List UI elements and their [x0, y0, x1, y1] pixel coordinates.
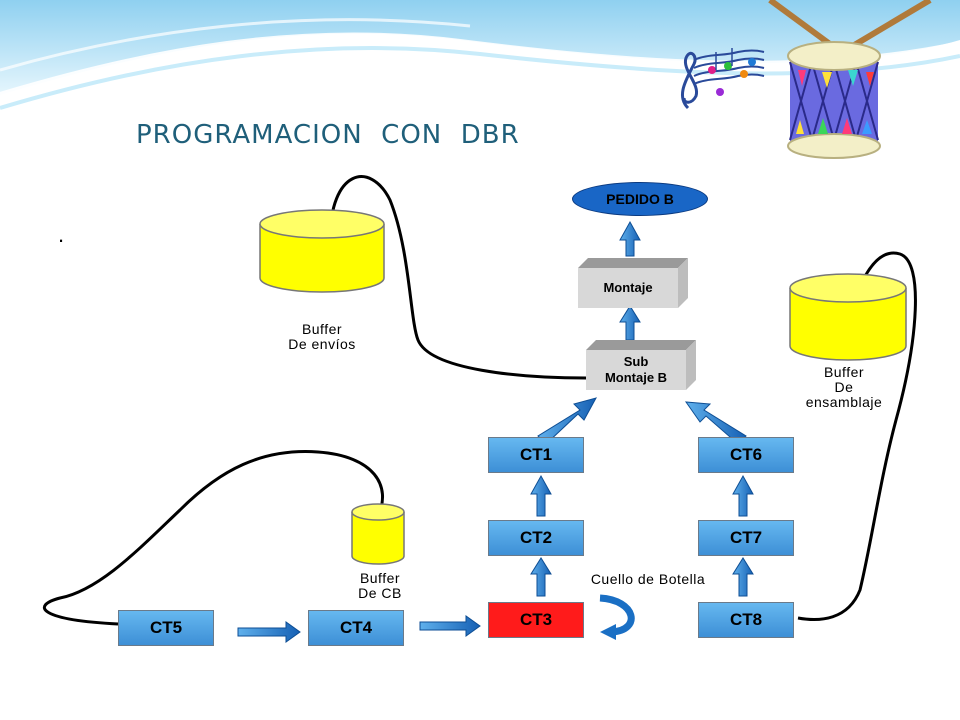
buffer-assembly [789, 273, 907, 361]
buffer-shipping-label-line1: Buffer [301, 321, 343, 337]
arrow-ct2-ct1 [530, 474, 552, 517]
buffer-shipping-label-line2: De envíos [288, 336, 356, 352]
subassembly-label-line2: Montaje B [604, 370, 668, 385]
buffer-assembly-label-line1: Buffer [823, 364, 865, 380]
flow-arrows [237, 220, 754, 643]
arrow-ct5-ct4 [237, 621, 301, 643]
buffer-constraint-label-line1: Buffer [359, 570, 401, 586]
subassembly-node: Sub Montaje B [586, 350, 686, 390]
bottleneck-loop-icon [599, 594, 635, 640]
buffer-constraint-label-line2: De CB [358, 585, 402, 601]
order-node: PEDIDO B [572, 182, 708, 216]
arrow-ct3-ct2 [530, 557, 552, 597]
work-center-ct8: CT8 [698, 602, 794, 638]
page-title: PROGRAMACION CON DBR [136, 120, 520, 150]
buffer-assembly-label: Buffer De ensamblaje [784, 365, 904, 410]
work-center-ct4: CT4 [308, 610, 404, 646]
work-center-ct5: CT5 [118, 610, 214, 646]
subassembly-label-line1: Sub [623, 354, 649, 369]
music-notes-icon [681, 48, 765, 110]
buffer-shipping [259, 209, 385, 293]
bullet-marker: . [58, 222, 65, 247]
arrow-ct4-ct3 [419, 615, 481, 637]
rope-assembly [797, 251, 917, 622]
arrow-sub-montaje [619, 305, 641, 341]
rope-constraint [42, 450, 384, 626]
arrow-montaje-pedido [619, 220, 641, 257]
buffer-assembly-label-line2: De [834, 379, 854, 395]
assembly-node: Montaje [603, 280, 653, 295]
buffer-constraint-label: Buffer De CB [340, 571, 420, 601]
drum-icon [768, 0, 932, 159]
rope-shipping [328, 175, 587, 380]
work-center-ct1: CT1 [488, 437, 584, 473]
buffer-assembly-label-line3: ensamblaje [805, 394, 883, 410]
arrow-ct7-ct6 [732, 474, 754, 517]
work-center-ct6: CT6 [698, 437, 794, 473]
arrow-ct8-ct7 [732, 557, 754, 597]
rope-lines [42, 175, 917, 626]
work-center-ct2: CT2 [488, 520, 584, 556]
work-center-ct3-bottleneck: CT3 [488, 602, 584, 638]
buffer-constraint [351, 503, 405, 565]
buffer-shipping-label: Buffer De envíos [262, 322, 382, 352]
montaje-box-shape [578, 258, 688, 308]
bottleneck-label: Cuello de Botella [590, 571, 706, 587]
work-center-ct7: CT7 [698, 520, 794, 556]
submontaje-box-shape [586, 340, 696, 390]
